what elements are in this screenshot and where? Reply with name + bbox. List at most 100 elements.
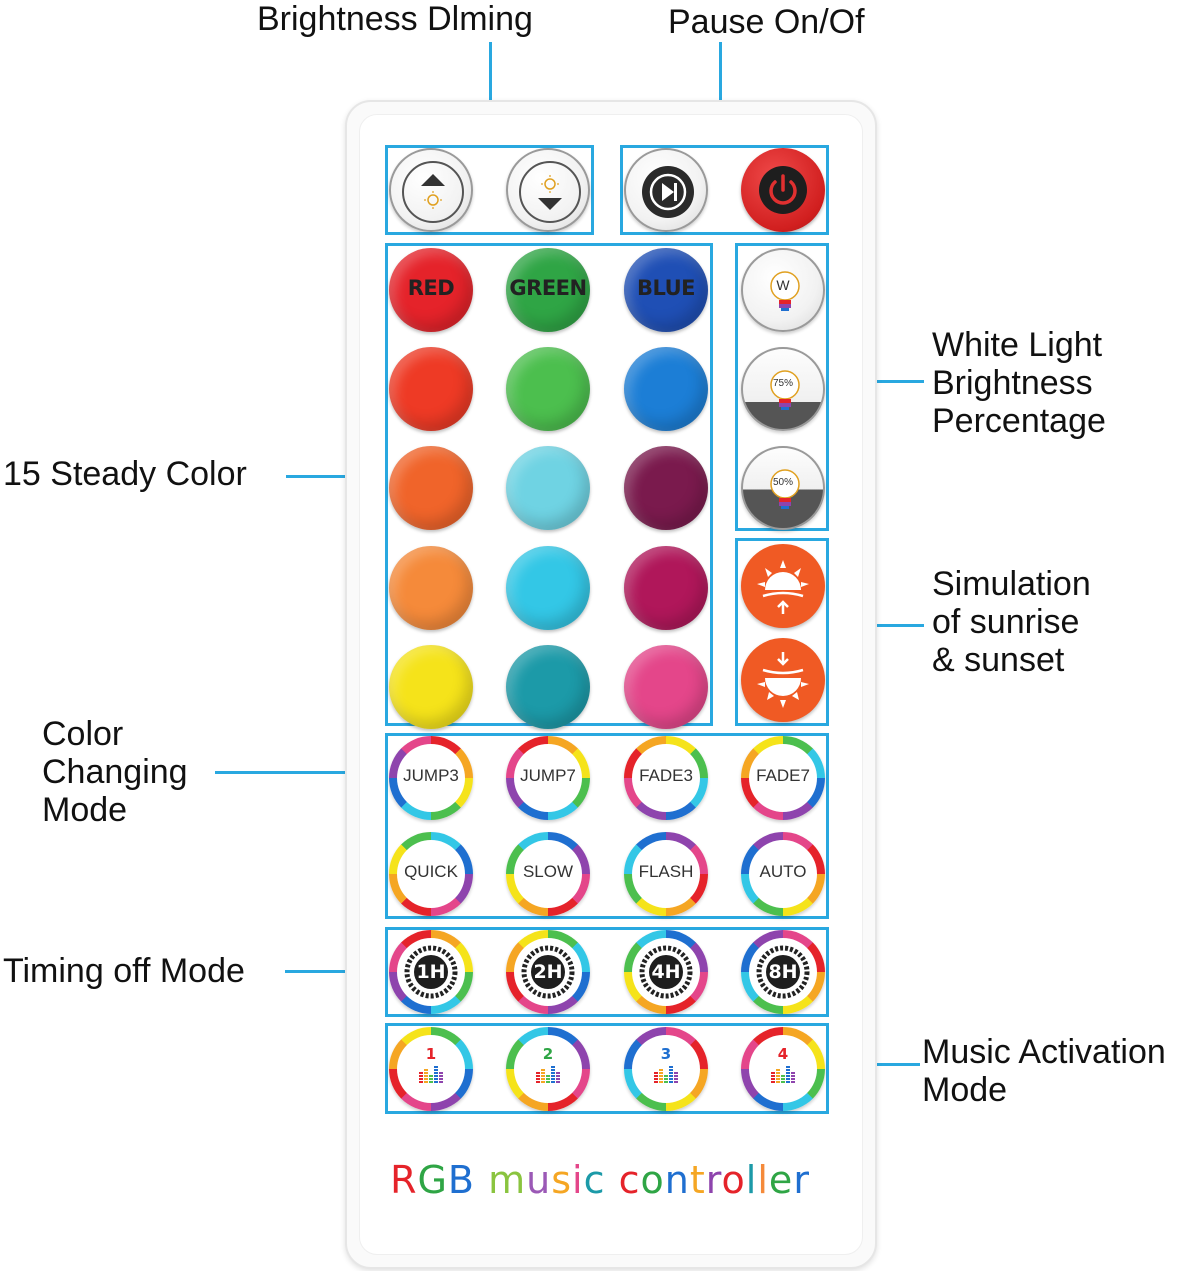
bulb-icon — [770, 469, 800, 509]
sunrise-icon — [757, 560, 809, 614]
sunrise-button[interactable] — [741, 544, 825, 628]
mode-button-flash[interactable]: FLASH — [624, 832, 708, 916]
color-button-r3-c2[interactable] — [506, 446, 590, 530]
sunrise-line-1: Simulation — [932, 565, 1091, 603]
color-button-r1-c2[interactable]: GREEN — [506, 248, 590, 332]
timing-leader — [285, 970, 386, 973]
brightness-up-button[interactable] — [389, 148, 473, 232]
music-button-3[interactable]: 3 — [624, 1027, 708, 1111]
brightness-callout: Brightness Dlming — [257, 0, 533, 38]
ring-center — [749, 1035, 817, 1103]
mode-label: FADE7 — [756, 766, 810, 785]
color-changing-line-3: Mode — [42, 791, 128, 829]
power-button[interactable] — [741, 148, 825, 232]
color-button-r1-c1[interactable]: RED — [389, 248, 473, 332]
mode-button-jump3[interactable]: JUMP3 — [389, 736, 473, 820]
mode-button-fade7[interactable]: FADE7 — [741, 736, 825, 820]
brand-letter: R — [390, 1158, 418, 1202]
white-light-button-3[interactable]: 50% — [741, 446, 825, 530]
sunrise-line-2: of sunrise — [932, 603, 1080, 641]
mode-button-fade3[interactable]: FADE3 — [624, 736, 708, 820]
brand-letter: o — [721, 1158, 746, 1202]
music-line-2: Mode — [922, 1071, 1008, 1109]
equalizer-icon — [536, 1066, 560, 1083]
brand-letter: G — [417, 1158, 448, 1202]
brand-letter — [606, 1158, 619, 1202]
brand-letter: r — [793, 1158, 810, 1202]
timer-button-2h[interactable]: 2H — [506, 930, 590, 1014]
brand-letter — [475, 1158, 488, 1202]
color-label: RED — [407, 276, 455, 300]
mode-label: FLASH — [638, 862, 694, 881]
mode-button-slow[interactable]: SLOW — [506, 832, 590, 916]
timer-button-1h[interactable]: 1H — [389, 930, 473, 1014]
timer-label: 2H — [533, 961, 563, 983]
timing-callout: Timing off Mode — [3, 952, 245, 990]
color-button-r5-c2[interactable] — [506, 645, 590, 729]
brand-letter: t — [689, 1158, 706, 1202]
mode-label: QUICK — [404, 862, 458, 881]
white-light-label: W — [776, 277, 790, 293]
white-light-button-1[interactable]: W — [741, 248, 825, 332]
color-button-r5-c3[interactable] — [624, 645, 708, 729]
timing-group — [385, 927, 829, 1017]
sunrise-line-3: & sunset — [932, 641, 1065, 679]
music-line-1: Music Activation — [922, 1033, 1166, 1071]
color-button-r2-c1[interactable] — [389, 347, 473, 431]
music-number: 4 — [777, 1045, 789, 1063]
brand-letter: l — [745, 1158, 758, 1202]
pause-group — [620, 145, 829, 235]
color-button-r4-c2[interactable] — [506, 546, 590, 630]
color-changing-callout: Color Changing Mode — [42, 715, 188, 829]
color-button-r5-c1[interactable] — [389, 645, 473, 729]
color-button-r3-c3[interactable] — [624, 446, 708, 530]
steady-leader — [286, 475, 386, 478]
brand-letter: m — [488, 1158, 527, 1202]
ring-center — [397, 1035, 465, 1103]
mode-button-auto[interactable]: AUTO — [741, 832, 825, 916]
timer-button-4h[interactable]: 4H — [624, 930, 708, 1014]
color-button-r3-c1[interactable] — [389, 446, 473, 530]
color-button-r4-c1[interactable] — [389, 546, 473, 630]
brightness-down-button[interactable] — [506, 148, 590, 232]
equalizer-icon — [771, 1066, 795, 1083]
music-button-4[interactable]: 4 — [741, 1027, 825, 1111]
timer-icon — [404, 945, 458, 999]
ring-center — [632, 1035, 700, 1103]
color-button-r2-c2[interactable] — [506, 347, 590, 431]
white-light-label: 50% — [772, 477, 793, 488]
equalizer-icon — [654, 1066, 678, 1083]
color-button-r1-c3[interactable]: BLUE — [624, 248, 708, 332]
music-button-2[interactable]: 2 — [506, 1027, 590, 1111]
music-number: 2 — [542, 1045, 554, 1063]
color-button-r4-c3[interactable] — [624, 546, 708, 630]
timer-button-8h[interactable]: 8H — [741, 930, 825, 1014]
ring-center — [514, 744, 582, 812]
brightness-down-icon — [519, 161, 581, 223]
music-group — [385, 1023, 829, 1114]
music-number: 1 — [425, 1045, 437, 1063]
color-button-r2-c3[interactable] — [624, 347, 708, 431]
brand-letter: B — [447, 1158, 475, 1202]
sunset-button[interactable] — [741, 638, 825, 722]
brand-letter: s — [551, 1158, 573, 1202]
play-pause-button[interactable] — [624, 148, 708, 232]
music-button-1[interactable]: 1 — [389, 1027, 473, 1111]
brand-letter: r — [705, 1158, 722, 1202]
mode-label: SLOW — [522, 862, 574, 881]
white-light-callout: White Light Brightness Percentage — [932, 326, 1106, 440]
brand-letter: e — [768, 1158, 794, 1202]
brand-letter: i — [572, 1158, 584, 1202]
brand-letter: c — [583, 1158, 606, 1202]
mode-button-jump7[interactable]: JUMP7 — [506, 736, 590, 820]
ring-center — [632, 840, 700, 908]
brand-letter: u — [526, 1158, 552, 1202]
pause-callout: Pause On/Of — [668, 3, 865, 41]
white-light-button-2[interactable]: 75% — [741, 347, 825, 431]
play-pause-icon — [642, 166, 694, 218]
color-changing-line-2: Changing — [42, 753, 188, 791]
timer-icon — [521, 945, 575, 999]
ring-center — [749, 744, 817, 812]
mode-button-quick[interactable]: QUICK — [389, 832, 473, 916]
brand-letter: c — [618, 1158, 641, 1202]
